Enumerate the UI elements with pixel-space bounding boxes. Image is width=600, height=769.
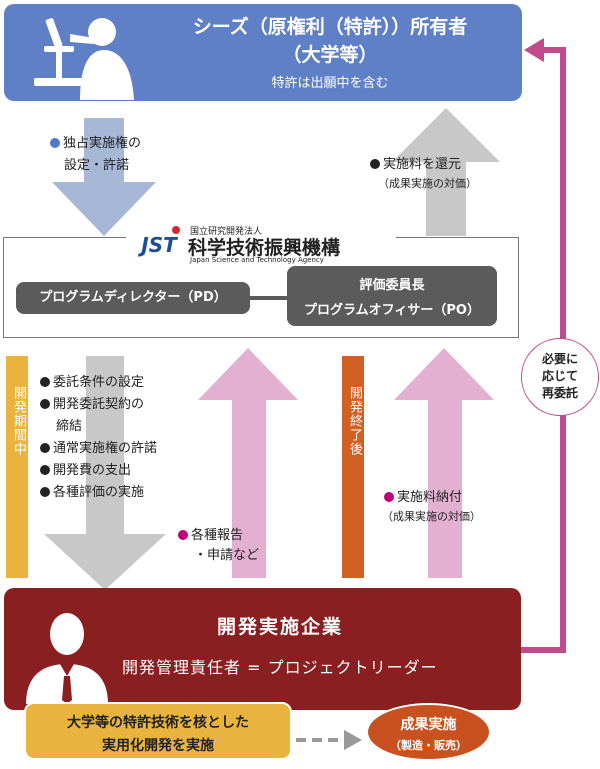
company-title: 開発実施企業 — [216, 616, 343, 638]
seeds-title-sub: （大学等） — [282, 44, 378, 66]
program-officer-box: 評価委員長 プログラムオフィサー（PO） — [287, 266, 497, 326]
magenta-bullet-icon — [178, 530, 188, 540]
during-dev-item: 通常実施権の許諾 — [40, 438, 157, 460]
black-bullet-icon — [40, 487, 50, 497]
result-implementation-ellipse: 成果実施 （製造・販売） — [366, 703, 491, 761]
during-dev-item: 開発委託契約の — [40, 394, 157, 416]
during-dev-list: 委託条件の設定 開発委託契約の 締結 通常実施権の許諾 開発費の支出 各種評価の… — [40, 372, 157, 504]
royalty-return-note: （成果実施の対価） — [378, 177, 477, 190]
during-dev-item: 開発費の支出 — [40, 460, 157, 482]
seeds-title: シーズ（原権利（特許））所有者 — [192, 16, 468, 38]
svg-text:JST: JST — [137, 233, 178, 257]
during-development-bar: 開発期間中 — [6, 356, 28, 578]
result-implementation-note: （製造・販売） — [390, 739, 467, 752]
businessman-icon — [26, 613, 108, 704]
re-commission-line3: 再委託 — [541, 386, 578, 400]
re-commission-line1: 必要に — [541, 352, 578, 366]
reports-label-2: ・申請など — [194, 548, 260, 563]
practical-development-line2: 実用化開発を実施 — [102, 738, 214, 754]
black-bullet-icon — [40, 465, 50, 475]
after-development-bar: 開発終了後 — [342, 356, 364, 578]
re-commission-line2: 応じて — [541, 369, 578, 383]
commission-down-arrow — [44, 356, 166, 590]
magenta-bullet-icon — [384, 492, 394, 502]
black-bullet-icon — [40, 443, 50, 453]
result-arrowhead — [344, 730, 362, 750]
program-director-box: プログラムディレクター（PD） — [16, 282, 250, 314]
during-dev-item: 各種評価の実施 — [40, 482, 157, 504]
black-bullet-icon — [40, 399, 50, 409]
practical-development-line1: 大学等の特許技術を核とした — [67, 715, 249, 731]
jst-logo-icon: JST — [134, 226, 184, 257]
researcher-microscope-icon — [34, 18, 134, 100]
po-title: 評価委員長 — [359, 278, 425, 293]
result-implementation-title: 成果実施 — [400, 717, 457, 733]
seeds-note: 特許は出願中を含む — [271, 76, 389, 91]
re-commission-circle: 必要に 応じて 再委託 — [521, 338, 599, 416]
jst-org-english: Japan Science and Technology Agency — [190, 256, 324, 264]
royalty-payment-label: 実施料納付 — [384, 486, 462, 505]
exclusive-license-label: 独占実施権の — [50, 132, 141, 151]
during-dev-item: 締結 — [56, 419, 83, 434]
license-down-arrow — [52, 118, 156, 236]
black-bullet-icon — [370, 159, 380, 169]
royalty-payment-up-arrow — [394, 348, 494, 578]
royalty-payment-note: （成果実施の対価） — [382, 510, 481, 523]
black-bullet-icon — [40, 377, 50, 387]
jst-org-small: 国立研究開発法人 — [190, 227, 263, 237]
re-commission-arrowhead — [524, 38, 544, 62]
blue-bullet-icon — [50, 138, 60, 148]
jst-org-name: 科学技術振興機構 — [188, 237, 341, 259]
royalty-up-arrow — [392, 108, 500, 236]
exclusive-license-label-2: 設定・許諾 — [64, 158, 130, 173]
pd-po-connector — [250, 296, 288, 300]
practical-development-box: 大学等の特許技術を核とした 実用化開発を実施 — [24, 702, 292, 760]
during-dev-item: 委託条件の設定 — [40, 372, 157, 394]
reports-label: 各種報告 — [178, 524, 243, 543]
po-role: プログラムオフィサー（PO） — [304, 303, 480, 318]
project-leader-label: 開発管理責任者 = プロジェクトリーダー — [122, 658, 438, 677]
royalty-return-label: 実施料を還元 — [370, 153, 461, 172]
reports-up-arrow — [198, 348, 298, 578]
